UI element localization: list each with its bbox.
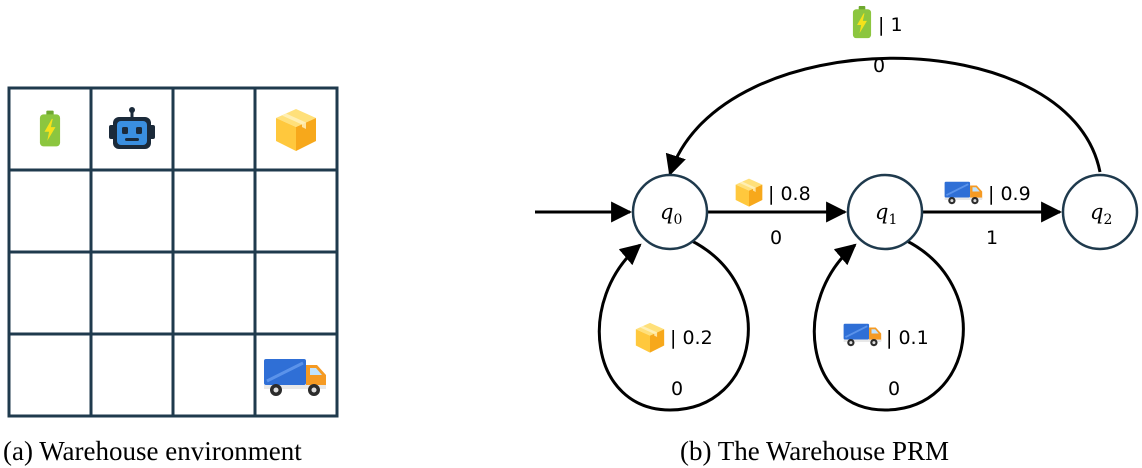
grid-cell (89, 168, 175, 254)
svg-text:q0: q0 (660, 200, 682, 228)
grid-cell (171, 86, 257, 172)
warehouse-grid (7, 86, 339, 418)
grid-cell (171, 250, 257, 336)
edge-q2-q0 (665, 56, 1102, 176)
battery-icon (852, 6, 872, 39)
grid-cell (171, 332, 257, 418)
edge-q1-self-reward: 0 (888, 378, 900, 400)
edge-q1-self-prob: | 0.1 (886, 327, 929, 349)
state-q0-base: q (660, 200, 673, 224)
state-q1-sub: 1 (888, 212, 897, 228)
grid-cell (171, 168, 257, 254)
state-q0: q0 (631, 173, 709, 251)
package-icon (735, 178, 763, 207)
edge-q0-self (597, 238, 750, 412)
edge-q1-q2-reward: 1 (986, 227, 998, 249)
grid-cell (253, 168, 339, 254)
state-q2-base: q (1090, 200, 1103, 224)
state-q1: q1 (846, 173, 924, 251)
truck-icon (843, 322, 883, 347)
truck-icon (944, 180, 984, 205)
svg-text:q1: q1 (875, 200, 897, 228)
svg-text:q2: q2 (1090, 200, 1112, 228)
edge-q0-self-reward: 0 (671, 378, 683, 400)
state-q0-sub: 0 (673, 212, 682, 228)
edge-q0-self-prob: | 0.2 (670, 327, 713, 349)
grid-cell (7, 332, 93, 418)
package-icon (635, 322, 665, 353)
edge-q2-q0-prob: | 1 (878, 14, 903, 36)
battery-icon (39, 110, 61, 147)
edge-q0-q1-prob: | 0.8 (768, 183, 811, 205)
edge-q0-q1-reward: 0 (770, 227, 782, 249)
edge-q1-self (812, 238, 965, 412)
grid-cell (7, 168, 93, 254)
grid-cell (253, 250, 339, 336)
grid-cell (7, 250, 93, 336)
state-q1-base: q (875, 200, 888, 224)
state-q2-sub: 2 (1103, 212, 1112, 228)
state-q2: q2 (1061, 173, 1139, 251)
caption-warehouse-environment: (a) Warehouse environment (3, 436, 302, 466)
grid-cell (89, 332, 175, 418)
caption-warehouse-prm: (b) The Warehouse PRM (680, 436, 949, 466)
grid-cell (89, 250, 175, 336)
edge-q1-q2-prob: | 0.9 (988, 183, 1031, 205)
edge-q2-q0-reward: 0 (873, 55, 885, 77)
